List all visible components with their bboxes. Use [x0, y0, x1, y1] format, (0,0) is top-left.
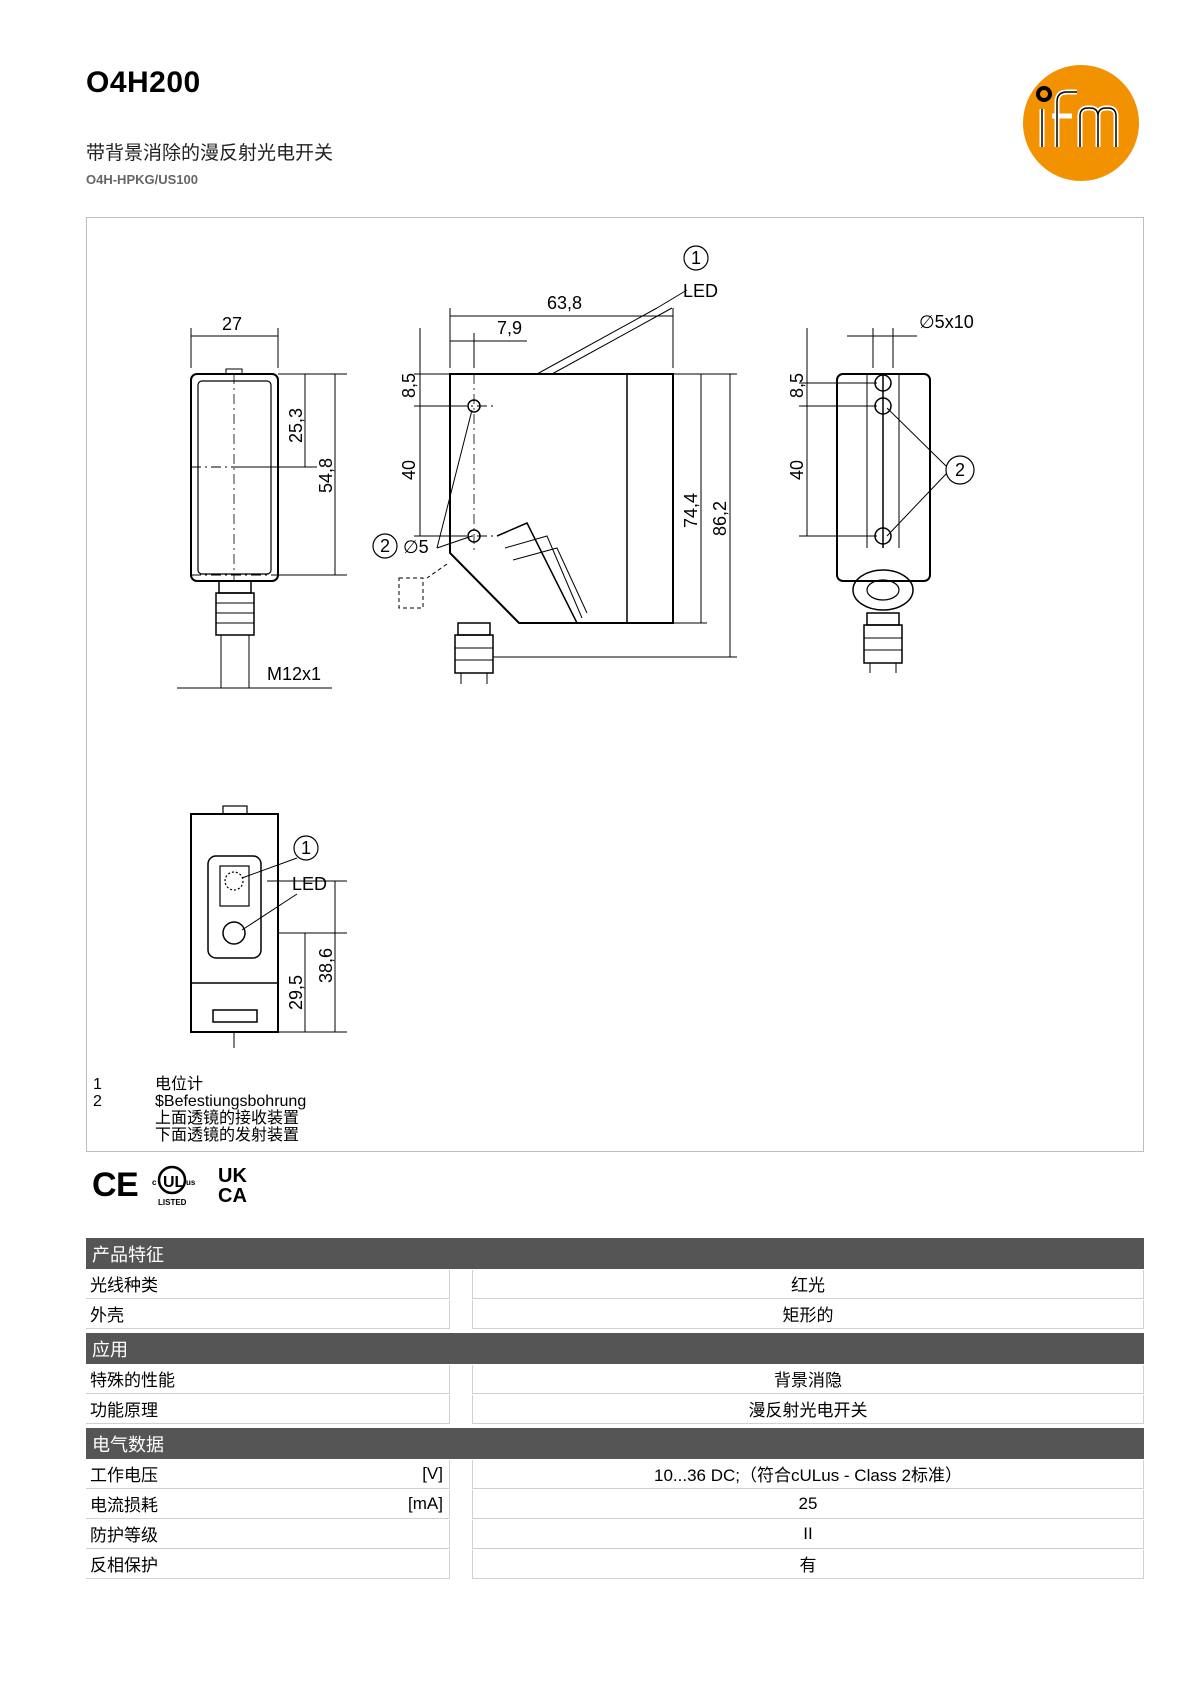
- callout-2-back: 2: [955, 460, 965, 480]
- dim-40-back: 40: [787, 460, 807, 480]
- specifications-table: 产品特征 光线种类 红光 外壳 矩形的 应用 特殊的性能 背景消隐 功能原理 漫…: [86, 1238, 1144, 1579]
- product-title: O4H200: [86, 66, 201, 99]
- dimension-drawing: 27 25,3 54,8 M12x1: [86, 217, 1144, 1152]
- side-view: 63,8 7,9 8,5 40 74,4 86,2 1 LED: [372, 245, 737, 684]
- dim-8-5-side: 8,5: [399, 373, 419, 398]
- callout-1-side: 1: [691, 248, 701, 268]
- certification-marks: C E UL c us LISTED UK CA: [92, 1165, 247, 1207]
- section-header-electrical: 电气数据: [86, 1428, 1144, 1459]
- svg-text:LISTED: LISTED: [158, 1198, 187, 1207]
- spec-row-light-type: 光线种类 红光: [86, 1269, 1144, 1299]
- svg-text:E: E: [116, 1166, 139, 1204]
- spec-row-special-feature: 特殊的性能 背景消隐: [86, 1364, 1144, 1394]
- spec-row-voltage: 工作电压[V] 10...36 DC;（符合cULus - Class 2标准）: [86, 1459, 1144, 1489]
- section-header-features: 产品特征: [86, 1238, 1144, 1269]
- spec-row-reverse-polarity: 反相保护 有: [86, 1549, 1144, 1579]
- dim-8-5-back: 8,5: [787, 373, 807, 398]
- legend-item-1: 1 电位计: [93, 1076, 204, 1093]
- drawing-legend: 1 电位计 2 $Befestiungsbohrung 上面透镜的接收装置 下面…: [93, 1076, 306, 1144]
- dim-54-8: 54,8: [316, 458, 336, 493]
- svg-text:UK: UK: [218, 1165, 247, 1187]
- led-label-top: LED: [292, 874, 327, 894]
- led-label-side: LED: [683, 281, 718, 301]
- dim-d5: ∅5: [403, 537, 429, 557]
- dim-m12: M12x1: [267, 664, 321, 684]
- section-header-application: 应用: [86, 1333, 1144, 1364]
- ifm-logo: [1023, 65, 1139, 181]
- dim-d5x10: ∅5x10: [919, 312, 974, 332]
- legend-item-2: 2 $Befestiungsbohrung 上面透镜的接收装置 下面透镜的发射装…: [93, 1093, 307, 1144]
- dim-86-2: 86,2: [710, 501, 730, 536]
- svg-text:UL: UL: [163, 1174, 185, 1191]
- spec-row-operating-principle: 功能原理 漫反射光电开关: [86, 1394, 1144, 1424]
- callout-2-side: 2: [380, 536, 390, 556]
- dim-63-8: 63,8: [547, 293, 582, 313]
- ce-mark-icon: C E: [92, 1166, 139, 1204]
- svg-text:us: us: [186, 1178, 196, 1187]
- callout-1-top: 1: [301, 838, 311, 858]
- dim-27: 27: [222, 314, 242, 334]
- top-view: 29,5 38,6 1 LED: [190, 805, 347, 1048]
- front-view: 27 25,3 54,8 M12x1: [177, 314, 347, 689]
- dim-7-9: 7,9: [497, 318, 522, 338]
- svg-text:C: C: [92, 1166, 117, 1204]
- dim-40-side: 40: [399, 460, 419, 480]
- svg-text:CA: CA: [218, 1185, 247, 1207]
- product-code: O4H-HPKG/US100: [86, 172, 198, 187]
- back-view: ∅5x10 8,5 40 2: [787, 312, 975, 673]
- svg-text:c: c: [152, 1178, 157, 1187]
- dim-29-5: 29,5: [286, 975, 306, 1010]
- spec-row-housing: 外壳 矩形的: [86, 1299, 1144, 1329]
- spec-row-current: 电流损耗[mA] 25: [86, 1489, 1144, 1519]
- culus-listed-icon: UL c us LISTED: [152, 1165, 196, 1207]
- spec-row-protection-class: 防护等级 II: [86, 1519, 1144, 1549]
- ukca-mark-icon: UK CA: [218, 1165, 247, 1207]
- dim-25-3: 25,3: [286, 408, 306, 443]
- product-subtitle: 带背景消除的漫反射光电开关: [86, 143, 334, 164]
- dim-38-6: 38,6: [316, 948, 336, 983]
- dim-74-4: 74,4: [681, 493, 701, 528]
